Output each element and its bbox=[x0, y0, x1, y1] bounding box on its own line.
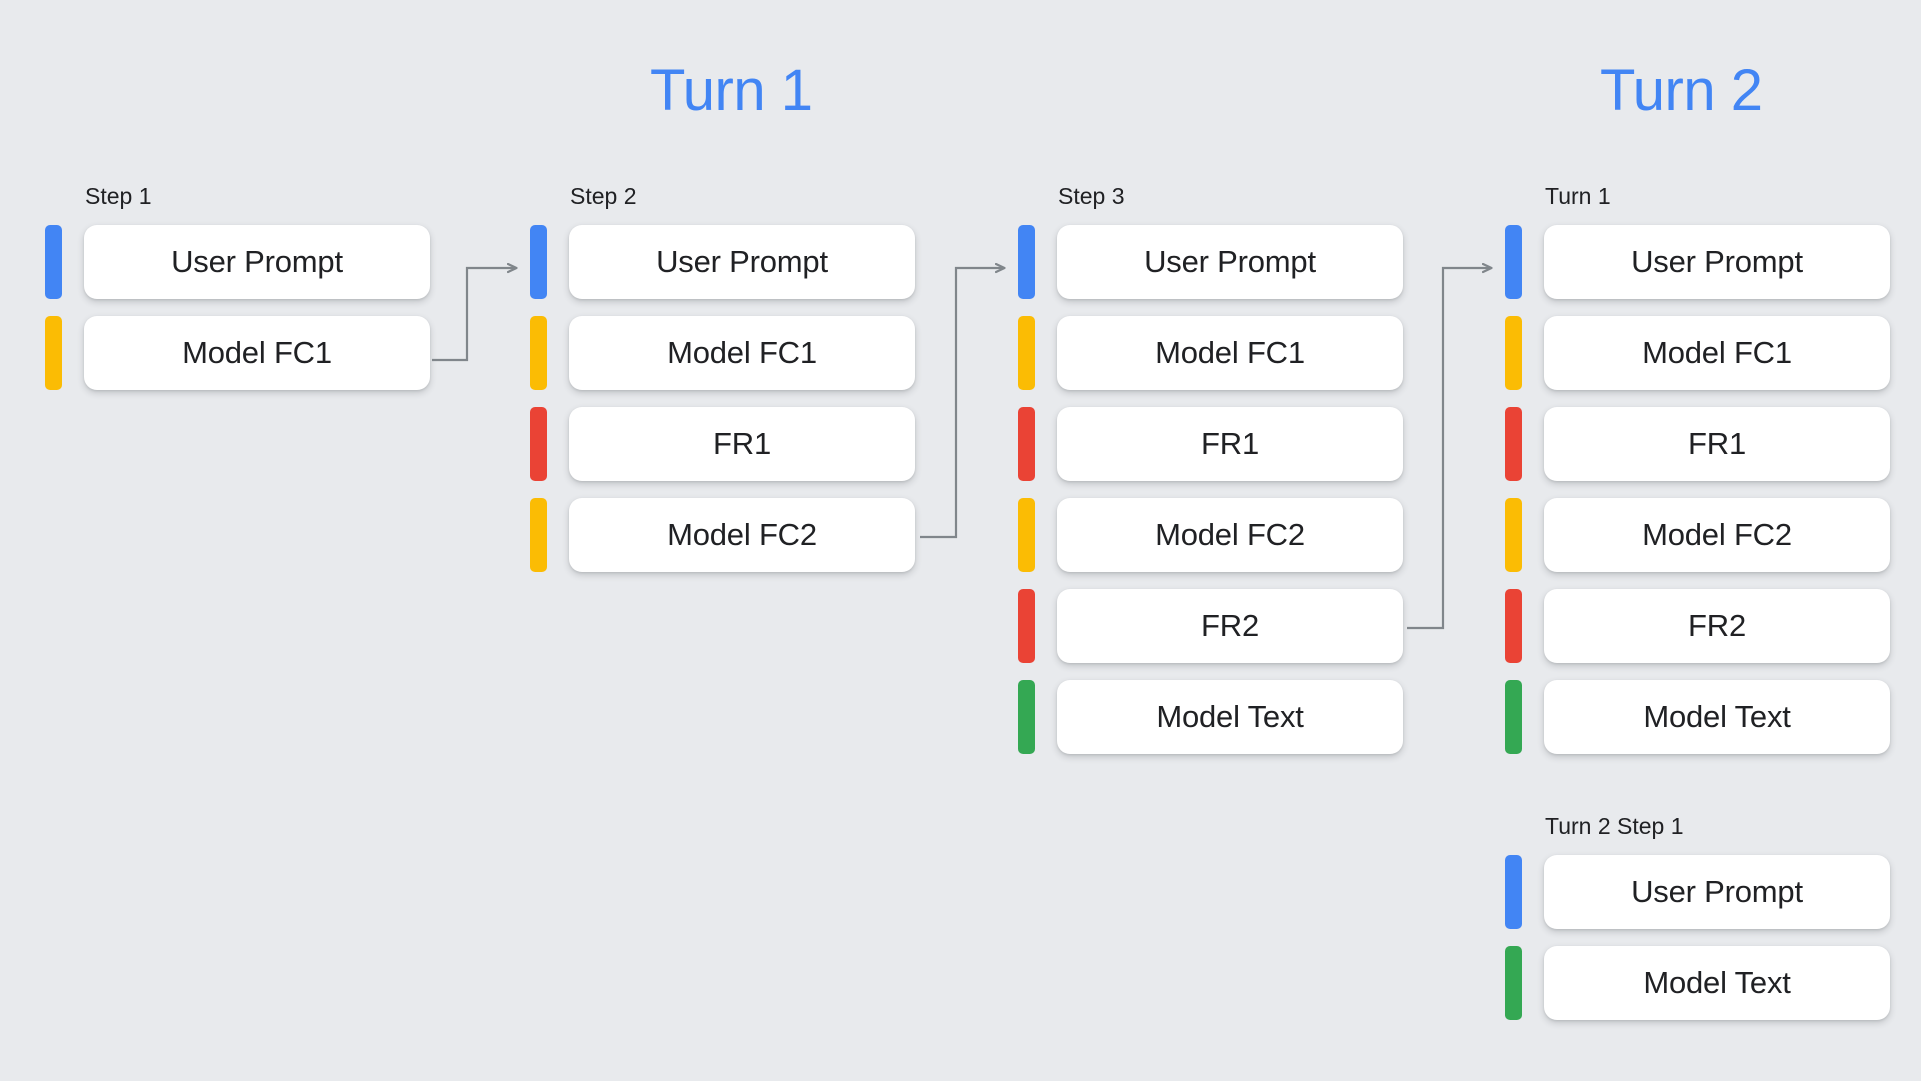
column-label-step-1: Step 1 bbox=[85, 183, 152, 209]
column-label-step-3: Step 3 bbox=[1058, 183, 1125, 209]
entry-row: User Prompt bbox=[530, 225, 915, 299]
red-status-bar-icon bbox=[1505, 407, 1522, 481]
yellow-status-bar-icon bbox=[1505, 316, 1522, 390]
entry-card[interactable]: FR1 bbox=[569, 407, 915, 481]
green-status-bar-icon bbox=[1018, 680, 1035, 754]
entry-card[interactable]: User Prompt bbox=[569, 225, 915, 299]
entry-card[interactable]: Model FC1 bbox=[569, 316, 915, 390]
entry-card[interactable]: Model FC2 bbox=[1544, 498, 1890, 572]
entry-card[interactable]: FR1 bbox=[1544, 407, 1890, 481]
yellow-status-bar-icon bbox=[45, 316, 62, 390]
entry-card[interactable]: Model FC2 bbox=[1057, 498, 1403, 572]
entry-row: FR2 bbox=[1018, 589, 1403, 663]
entry-row: FR1 bbox=[530, 407, 915, 481]
entry-row: User Prompt bbox=[1505, 855, 1890, 929]
red-status-bar-icon bbox=[530, 407, 547, 481]
turn-1-title: Turn 1 bbox=[650, 58, 813, 123]
blue-status-bar-icon bbox=[1505, 855, 1522, 929]
entry-card[interactable]: User Prompt bbox=[1057, 225, 1403, 299]
connector-step3-to-turn1 bbox=[1407, 268, 1491, 630]
connector-step1-to-step2 bbox=[432, 268, 516, 362]
yellow-status-bar-icon bbox=[1018, 498, 1035, 572]
column-label-step-2: Step 2 bbox=[570, 183, 637, 209]
column-label-turn-1: Turn 1 bbox=[1545, 183, 1611, 209]
entry-card[interactable]: Model Text bbox=[1057, 680, 1403, 754]
entry-row: Model Text bbox=[1505, 946, 1890, 1020]
yellow-status-bar-icon bbox=[1505, 498, 1522, 572]
entry-row: User Prompt bbox=[1505, 225, 1890, 299]
entry-row: Model Text bbox=[1505, 680, 1890, 754]
yellow-status-bar-icon bbox=[1018, 316, 1035, 390]
connector-step2-to-step3 bbox=[920, 268, 1004, 539]
entry-card[interactable]: Model Text bbox=[1544, 946, 1890, 1020]
red-status-bar-icon bbox=[1505, 589, 1522, 663]
entry-row: Model FC1 bbox=[45, 316, 430, 390]
blue-status-bar-icon bbox=[530, 225, 547, 299]
entry-row: Model Text bbox=[1018, 680, 1403, 754]
column-label-turn-2-step-1: Turn 2 Step 1 bbox=[1545, 813, 1684, 839]
entry-card[interactable]: FR2 bbox=[1544, 589, 1890, 663]
green-status-bar-icon bbox=[1505, 680, 1522, 754]
entry-card[interactable]: FR2 bbox=[1057, 589, 1403, 663]
entry-row: Model FC1 bbox=[1018, 316, 1403, 390]
yellow-status-bar-icon bbox=[530, 316, 547, 390]
blue-status-bar-icon bbox=[1505, 225, 1522, 299]
yellow-status-bar-icon bbox=[530, 498, 547, 572]
entry-row: User Prompt bbox=[1018, 225, 1403, 299]
entry-card[interactable]: Model FC2 bbox=[569, 498, 915, 572]
entry-card[interactable]: User Prompt bbox=[1544, 225, 1890, 299]
entry-row: Model FC2 bbox=[1018, 498, 1403, 572]
entry-card[interactable]: Model Text bbox=[1544, 680, 1890, 754]
entry-card[interactable]: User Prompt bbox=[1544, 855, 1890, 929]
turn-2-title: Turn 2 bbox=[1600, 58, 1763, 123]
entry-row: FR1 bbox=[1505, 407, 1890, 481]
entry-row: Model FC1 bbox=[530, 316, 915, 390]
entry-card[interactable]: FR1 bbox=[1057, 407, 1403, 481]
entry-row: Model FC2 bbox=[530, 498, 915, 572]
entry-card[interactable]: Model FC1 bbox=[1544, 316, 1890, 390]
entry-card[interactable]: Model FC1 bbox=[1057, 316, 1403, 390]
entry-row: User Prompt bbox=[45, 225, 430, 299]
red-status-bar-icon bbox=[1018, 407, 1035, 481]
entry-row: FR1 bbox=[1018, 407, 1403, 481]
blue-status-bar-icon bbox=[1018, 225, 1035, 299]
entry-card[interactable]: User Prompt bbox=[84, 225, 430, 299]
entry-row: Model FC1 bbox=[1505, 316, 1890, 390]
entry-row: Model FC2 bbox=[1505, 498, 1890, 572]
entry-row: FR2 bbox=[1505, 589, 1890, 663]
green-status-bar-icon bbox=[1505, 946, 1522, 1020]
blue-status-bar-icon bbox=[45, 225, 62, 299]
entry-card[interactable]: Model FC1 bbox=[84, 316, 430, 390]
red-status-bar-icon bbox=[1018, 589, 1035, 663]
